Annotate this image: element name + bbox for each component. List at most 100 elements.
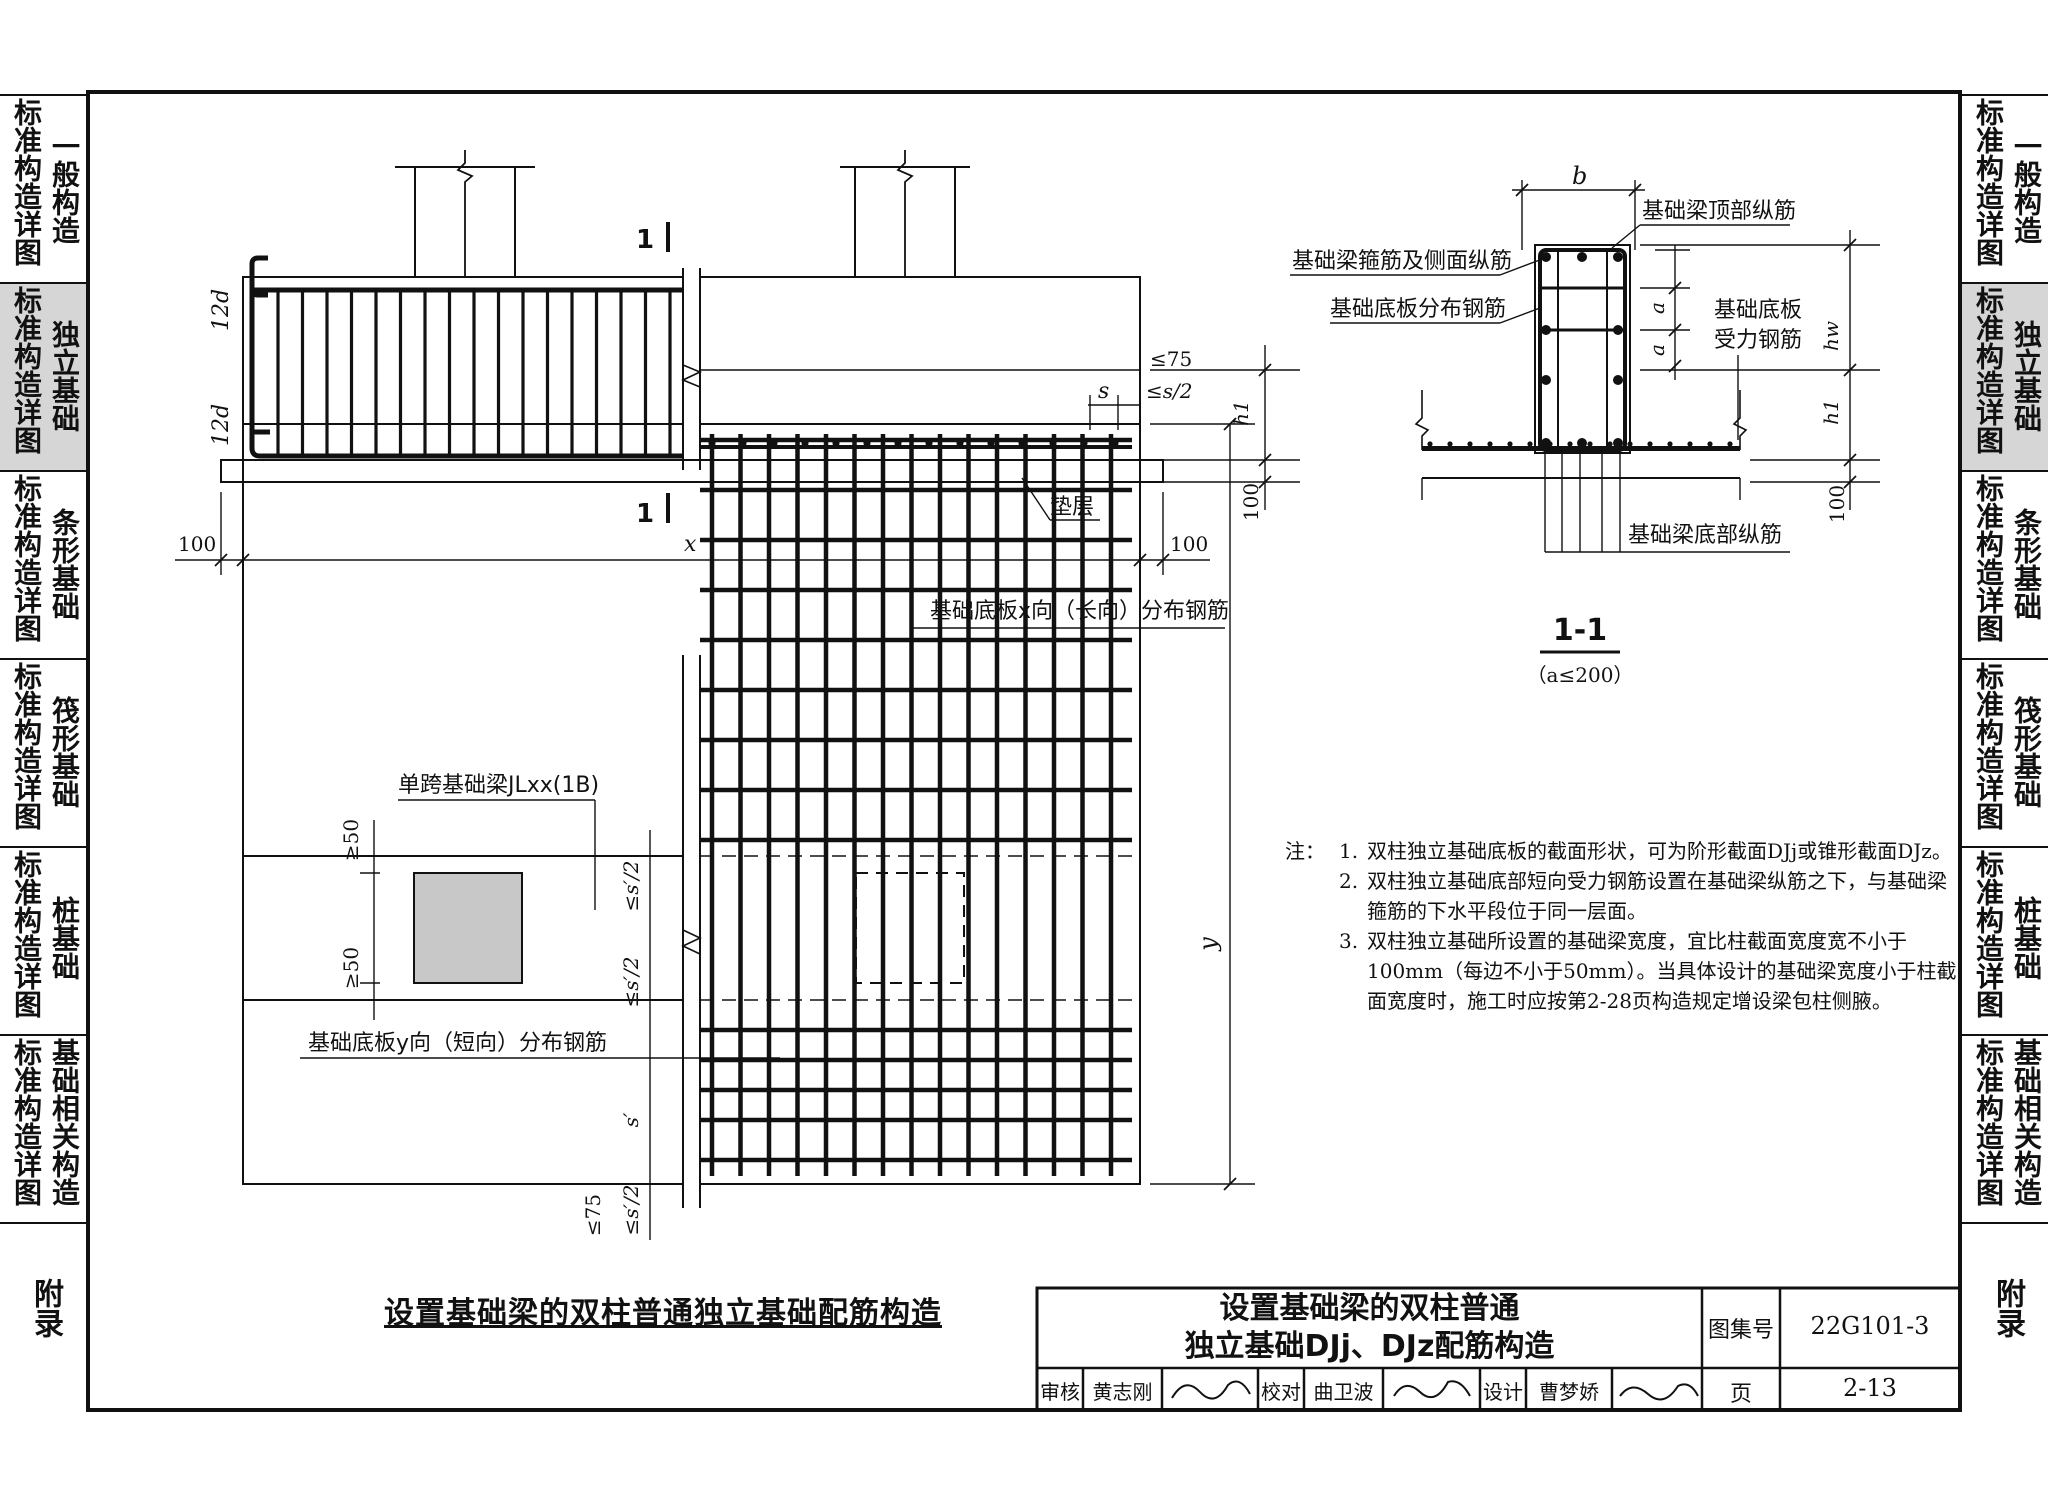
- sidebar-tab-label: 一般构造: [2010, 132, 2043, 244]
- sidebar-left-tab-isolated[interactable]: 标准构造详图 独立基础: [0, 282, 86, 470]
- sidebar-tab-label: 基础相关构造: [48, 1038, 81, 1206]
- elevation-view: 12d 12d 1 1 h1 100 ≤75 ≤s/2 s 垫层: [175, 150, 1300, 575]
- plan-view: y 基础底板x向（长向）分布钢筋 单跨基础梁JLxx(1B) 基础底板y向（短向…: [242, 417, 1255, 1240]
- review-label: 审核: [1040, 1380, 1080, 1404]
- sidebar-tab-category: 标准构造详图: [10, 1038, 43, 1206]
- section-rebar-dot: [1613, 375, 1623, 385]
- title-block: [1035, 1286, 1962, 1412]
- sidebar-left-tab-general[interactable]: 标准构造详图 一般构造: [0, 94, 86, 282]
- sidebar-right-tab-related[interactable]: 标准构造详图 基础相关构造: [1962, 1034, 2048, 1222]
- atlas-no-value: 22G101-3: [1810, 1312, 1930, 1340]
- dim-a-1: a: [1645, 302, 1669, 314]
- slab-rebar-label-1: 基础底板: [1714, 298, 1802, 323]
- dim-100-elev-right: 100: [1239, 483, 1263, 521]
- sidebar-left-tab-raft[interactable]: 标准构造详图 筏形基础: [0, 658, 86, 846]
- sidebar-tab-category: 标准构造详图: [10, 850, 43, 1018]
- page-label: 页: [1729, 1382, 1752, 1407]
- sidebar-right-tab-raft[interactable]: 标准构造详图 筏形基础: [1962, 658, 2048, 846]
- dim-h1-sec: h1: [1819, 399, 1843, 425]
- stirrup-label: 基础梁箍筋及侧面纵筋: [1292, 249, 1512, 274]
- note-text: 双柱独立基础底板的截面形状，可为阶形截面DJj或锥形截面DJz。: [1367, 839, 1952, 863]
- dim-100-sec: 100: [1825, 485, 1849, 523]
- dim-a-2: a: [1645, 344, 1669, 356]
- slab-rebar-dot: [1467, 441, 1473, 447]
- column-section: [413, 872, 523, 984]
- section-rebar-dot: [1541, 375, 1551, 385]
- sidebar-right-tab-strip[interactable]: 标准构造详图 条形基础: [1962, 470, 2048, 658]
- sidebar-tab-category: 标准构造详图: [1972, 662, 2005, 830]
- sidebar-right-tab-general[interactable]: 标准构造详图 一般构造: [1962, 94, 2048, 282]
- sidebar-right-tab-appendix[interactable]: 附录: [1962, 1222, 2048, 1410]
- sidebar-tab-category: 标准构造详图: [10, 98, 43, 266]
- sidebar-tab-label: 独立基础: [2010, 320, 2043, 432]
- drawing-frame: [86, 90, 1962, 1412]
- note-item: 1. 双柱独立基础底板的截面形状，可为阶形截面DJj或锥形截面DJz。: [1285, 836, 1965, 866]
- note-number: 1.: [1339, 839, 1359, 863]
- section-rebar-dot: [1577, 438, 1587, 448]
- sidebar-left-tab-strip[interactable]: 标准构造详图 条形基础: [0, 470, 86, 658]
- slab-rebar-dot: [1727, 441, 1733, 447]
- sidebar-tab-label: 桩基础: [2010, 896, 2043, 980]
- slab-rebar-dot: [1707, 441, 1713, 447]
- sidebar-left-tab-related[interactable]: 标准构造详图 基础相关构造: [0, 1034, 86, 1222]
- sidebar-tab-category: 标准构造详图: [10, 662, 43, 830]
- dim-12d-top: 12d: [209, 289, 234, 331]
- sidebar-tab-label: 筏形基础: [48, 696, 81, 808]
- sidebar-right-tab-isolated[interactable]: 标准构造详图 独立基础: [1962, 282, 2048, 470]
- slab-rebar-dot: [1547, 441, 1553, 447]
- section-mark-bottom: 1: [636, 499, 654, 529]
- dim-s-prime: s′: [619, 1112, 643, 1127]
- y-dimension-label: y: [1194, 937, 1222, 952]
- designer-name: 曹梦娇: [1539, 1380, 1599, 1404]
- note-number: 2.: [1339, 869, 1359, 893]
- dim-50-bottom: ≥50: [339, 947, 363, 989]
- slab-rebar-dot: [1507, 441, 1513, 447]
- sidebar-right-tab-pile[interactable]: 标准构造详图 桩基础: [1962, 846, 2048, 1034]
- dim-50-top: ≥50: [339, 819, 363, 861]
- slab-rebar-dot: [1567, 441, 1573, 447]
- sidebar-tab-label: 一般构造: [48, 132, 81, 244]
- slab-rebar-dot: [1607, 441, 1613, 447]
- sidebar-left-tab-pile[interactable]: 标准构造详图 桩基础: [0, 846, 86, 1034]
- sidebar-tab-category: 标准构造详图: [1972, 98, 2005, 266]
- sidebar-tab-label: 条形基础: [48, 508, 81, 620]
- atlas-no-label: 图集号: [1707, 1318, 1774, 1343]
- slab-rebar-dot: [1527, 441, 1533, 447]
- section-rebar-dot: [1613, 252, 1623, 262]
- dim-b-label: b: [1572, 162, 1587, 190]
- reviewer-name: 黄志刚: [1092, 1380, 1153, 1404]
- dim-s-prime-half-2: ≤s′/2: [619, 956, 643, 1007]
- section-view: b 基础梁顶部纵筋 基础梁箍筋及侧面纵筋 基础底板分布钢筋 基础底板 受力钢筋: [1290, 162, 1880, 687]
- slab-rebar-dot: [1647, 441, 1653, 447]
- sidebar-tab-category: 标准构造详图: [1972, 286, 2005, 454]
- sidebar-tab-label: 筏形基础: [2010, 696, 2043, 808]
- sidebar-tab-label: 基础相关构造: [2010, 1038, 2043, 1206]
- sidebar-tab-label: 桩基础: [48, 896, 81, 980]
- design-label: 设计: [1483, 1380, 1523, 1404]
- note-number: 3.: [1339, 929, 1359, 953]
- sidebar-tab-category: 标准构造详图: [1972, 850, 2005, 1018]
- checker-name: 曲卫波: [1313, 1380, 1374, 1404]
- drawing-title: 设置基础梁的双柱普通独立基础配筋构造: [384, 1296, 942, 1331]
- dim-75: ≤75: [1150, 347, 1192, 371]
- section-subtitle: （a≤200）: [1527, 663, 1634, 687]
- title-block-title: 设置基础梁的双柱普通 独立基础DJj、DJz配筋构造: [1037, 1290, 1702, 1366]
- slab-rebar-dot: [1627, 441, 1633, 447]
- beam-label: 单跨基础梁JLxx(1B): [398, 773, 599, 798]
- slab-rebar-dot: [1587, 441, 1593, 447]
- note-text: 双柱独立基础底部短向受力钢筋设置在基础梁纵筋之下，与基础梁箍筋的下水平段位于同一…: [1367, 869, 1947, 923]
- top-rebar-label: 基础梁顶部纵筋: [1642, 199, 1796, 224]
- sidebar-left-tab-appendix[interactable]: 附录: [0, 1222, 86, 1410]
- section-rebar-dot: [1541, 325, 1551, 335]
- note-item: 2. 双柱独立基础底部短向受力钢筋设置在基础梁纵筋之下，与基础梁箍筋的下水平段位…: [1285, 866, 1965, 926]
- y-rebar-label: 基础底板y向（短向）分布钢筋: [308, 1031, 607, 1056]
- slab-rebar-dot: [1667, 441, 1673, 447]
- sidebar-tab-category: 标准构造详图: [10, 286, 43, 454]
- dim-hw: hw: [1819, 321, 1843, 351]
- dim-75-plan: ≤75: [581, 1194, 605, 1236]
- slab-rebar-label-2: 受力钢筋: [1714, 328, 1802, 353]
- section-rebar-dot: [1613, 438, 1623, 448]
- dim-100-left: 100: [178, 532, 216, 556]
